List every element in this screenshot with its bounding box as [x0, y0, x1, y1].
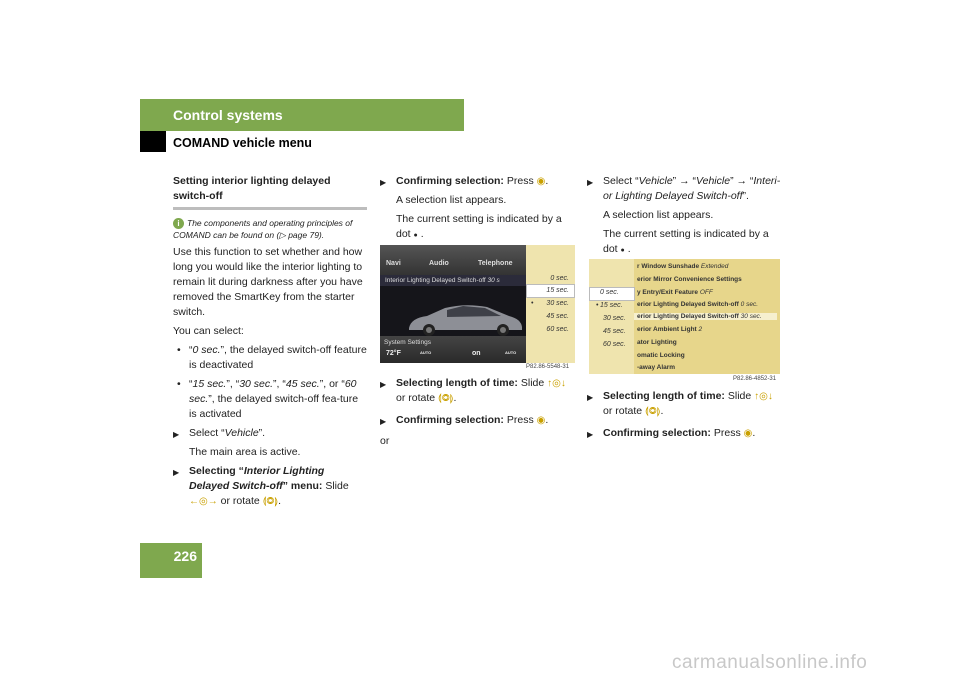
press-icon: ◉ — [536, 415, 546, 426]
slide-up-down-icon: ↑◎↓ — [547, 378, 566, 389]
selection-highlight — [589, 287, 635, 301]
section-header-bar: Control systems — [140, 99, 464, 131]
rotate-icon: ⟬◎⟭ — [645, 406, 661, 417]
slide-up-down-icon: ↑◎↓ — [754, 391, 773, 402]
option-15-sec[interactable]: 15 sec. — [600, 302, 623, 309]
subsection-title: COMAND vehicle menu — [173, 136, 312, 150]
car-image — [409, 305, 522, 336]
menu-item[interactable]: r Window Sunshade Extended — [637, 263, 729, 270]
step-select-menu: Selecting “Interior Lighting Delayed Swi… — [173, 464, 367, 509]
header-marker — [140, 131, 166, 152]
menu-item-selected[interactable]: erior Lighting Delayed Switch-off 30 sec… — [634, 313, 777, 320]
option-30-sec[interactable]: 30 sec. — [603, 315, 626, 322]
tab-audio: Audio — [429, 260, 449, 267]
menu-item[interactable]: erior Ambient Light 2 — [637, 326, 703, 333]
column-2: Confirming selection: Press ◉. A selecti… — [380, 174, 575, 247]
screen-submenu: Interior Lighting Delayed Switch-off 30 … — [380, 275, 533, 286]
note-dot: The current setting is indicated by a do… — [396, 213, 562, 240]
menu-item[interactable]: ator Lighting — [637, 339, 677, 346]
selection-list-1: 0 sec. 15 sec. • 30 sec. 45 sec. 60 sec. — [526, 245, 575, 363]
watermark: carmanualsonline.info — [672, 652, 868, 673]
dot-marker: ● — [413, 232, 418, 239]
option-30-sec[interactable]: 30 sec. — [546, 300, 569, 307]
current-marker: • — [596, 302, 599, 309]
option-0-sec[interactable]: 0 sec. — [600, 289, 619, 296]
step-confirm: Confirming selection: Press ◉. — [587, 426, 785, 442]
tab-navi: Navi — [386, 260, 401, 267]
selection-list-2: 0 sec. • 15 sec. 30 sec. 45 sec. 60 sec. — [589, 259, 635, 374]
step-note: The main area is active. — [189, 446, 301, 458]
screen-bottom-bar: System Settings 72°F AUTO on AUTO — [380, 336, 530, 363]
heading-rule — [173, 207, 367, 210]
note-dot: The current setting is indicated by a do… — [603, 228, 769, 255]
column-1: Setting interior lighting delayed switch… — [173, 174, 367, 513]
paragraph-select: You can select: — [173, 325, 244, 337]
tab-telephone: Telephone — [478, 260, 513, 267]
slide-left-right-icon: ←◎→ — [189, 496, 218, 507]
comand-screen-1: Navi Audio Telephone Interior Lighting D… — [380, 245, 575, 363]
menu-item[interactable]: erior Mirror Convenience Settings — [637, 276, 742, 283]
page-number: 226 — [173, 548, 197, 564]
step-length: Selecting length of time: Slide ↑◎↓or ro… — [587, 389, 785, 419]
note-list-appears: A selection list appears. — [396, 194, 507, 206]
menu-item[interactable]: -away Alarm — [637, 364, 676, 371]
or-label: or — [380, 435, 390, 447]
dot-marker: ● — [620, 247, 625, 254]
column-3-lower: Selecting length of time: Slide ↑◎↓or ro… — [587, 389, 785, 445]
option-45-sec[interactable]: 45 sec. — [603, 328, 626, 335]
page-number-box: 226 — [140, 543, 202, 578]
option-15-sec[interactable]: 15 sec. — [546, 287, 569, 294]
step-select-vehicle: Select “Vehicle”. — [173, 426, 367, 442]
figure-caption-2: P82.86-4852-31 — [733, 376, 777, 382]
step-select-path: Select “Vehicle” → “Vehicle” → “Interi-o… — [587, 174, 785, 204]
bullet-deactivated: “0 sec.”, the delayed switch-off feature… — [173, 343, 367, 373]
rotate-icon: ⟬◎⟭ — [262, 496, 279, 507]
menu-item[interactable]: omatic Locking — [637, 352, 685, 359]
step-confirm-2: Confirming selection: Press ◉. — [380, 413, 575, 429]
current-marker: • — [531, 300, 534, 307]
press-icon: ◉ — [743, 428, 753, 439]
note-list-appears: A selection list appears. — [603, 209, 714, 221]
screen-top-bar — [380, 245, 530, 275]
press-icon: ◉ — [536, 176, 546, 187]
option-60-sec[interactable]: 60 sec. — [603, 341, 626, 348]
rotate-icon: ⟬◎⟭ — [438, 393, 454, 404]
vehicle-menu-list: r Window Sunshade Extended erior Mirror … — [634, 259, 780, 374]
selection-highlight — [526, 284, 575, 298]
section-heading: Setting interior lighting delayed switch… — [173, 175, 331, 202]
info-icon: i — [173, 218, 184, 229]
step-length: Selecting length of time: Slide ↑◎↓or ro… — [380, 376, 575, 406]
section-title: Control systems — [173, 107, 283, 123]
column-3: Select “Vehicle” → “Vehicle” → “Interi-o… — [587, 174, 785, 262]
figure-caption-1: P82.86-5548-31 — [526, 364, 570, 370]
bullet-activated: “15 sec.”, “30 sec.”, “45 sec.”, or “60 … — [173, 377, 367, 422]
system-settings-label: System Settings — [384, 339, 431, 346]
option-0-sec[interactable]: 0 sec. — [550, 275, 569, 282]
menu-item[interactable]: y Entry/Exit Feature OFF — [637, 289, 713, 296]
step-confirm-1: Confirming selection: Press ◉. — [380, 174, 575, 190]
menu-item[interactable]: erior Lighting Delayed Switch-off 0 sec. — [637, 301, 758, 308]
column-2-lower: Selecting length of time: Slide ↑◎↓or ro… — [380, 376, 575, 453]
option-45-sec[interactable]: 45 sec. — [546, 313, 569, 320]
paragraph-intro: Use this function to set whether and how… — [173, 246, 363, 318]
comand-screen-2: r Window Sunshade Extended erior Mirror … — [589, 259, 780, 374]
option-60-sec[interactable]: 60 sec. — [546, 326, 569, 333]
